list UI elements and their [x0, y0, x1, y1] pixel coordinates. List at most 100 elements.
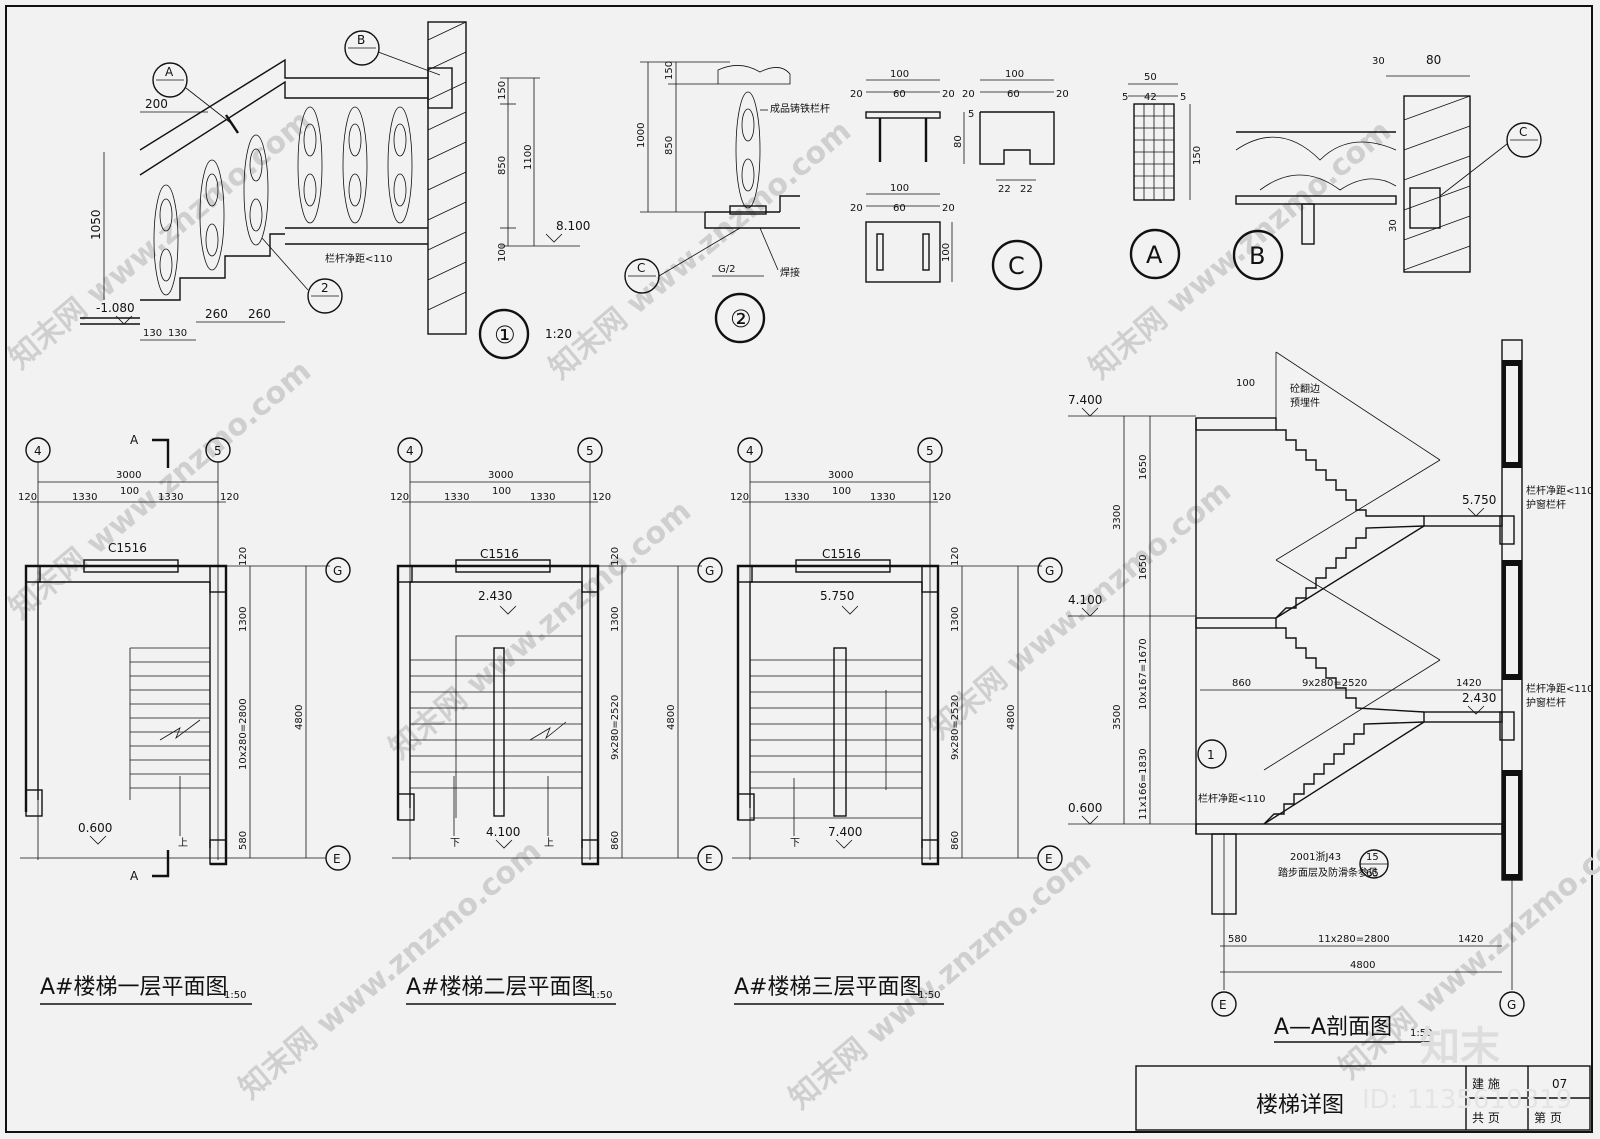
- note: 栏杆净距<110: [1526, 484, 1593, 497]
- c-b-r: 20: [1056, 89, 1069, 100]
- c-c-h: 100: [941, 243, 952, 262]
- dim-run: 9x280=2520: [610, 695, 621, 760]
- c-c-m: 60: [893, 203, 906, 214]
- c-b-b2: 22: [1020, 184, 1033, 195]
- note: 栏杆净距<110: [1198, 792, 1265, 805]
- sheet-number: 07: [1552, 1077, 1567, 1091]
- axis-e: E: [705, 852, 713, 866]
- level-2: 4.100: [486, 825, 520, 839]
- dim-1300: 1300: [238, 607, 249, 632]
- plan-title: A#楼梯一层平面图: [40, 975, 227, 1000]
- c-a-l: 20: [850, 89, 863, 100]
- dim-4800: 4800: [1350, 960, 1375, 971]
- c-b-w: 100: [1005, 69, 1024, 80]
- dim-b: 1330: [870, 492, 895, 503]
- down-label: 下: [450, 838, 460, 849]
- plan-title: A#楼梯三层平面图: [734, 975, 921, 1000]
- note: 预埋件: [1290, 397, 1320, 409]
- dim-total: 3000: [488, 470, 513, 481]
- cut-a-bottom: A: [130, 869, 139, 883]
- detail-marker-a: A: [1146, 241, 1163, 269]
- dim-a: 1330: [784, 492, 809, 503]
- axis-4: 4: [746, 444, 754, 458]
- dim-a: 1330: [72, 492, 97, 503]
- c-b-m: 60: [1007, 89, 1020, 100]
- cut-a-top: A: [130, 433, 139, 447]
- dim-r: 120: [932, 492, 951, 503]
- b-30: 30: [1372, 56, 1385, 67]
- dim-1000: 1000: [636, 123, 647, 148]
- c-a-w: 100: [890, 69, 909, 80]
- dim-1650b: 1650: [1138, 555, 1149, 580]
- dim-580: 580: [238, 831, 249, 850]
- axis-5: 5: [926, 444, 934, 458]
- c-a-m: 60: [893, 89, 906, 100]
- c-b-t: 5: [968, 109, 974, 120]
- level-7400: 7.400: [1068, 393, 1102, 407]
- id-watermark: ID: 1135610319: [1362, 1085, 1572, 1115]
- dim-200: 200: [145, 97, 168, 111]
- detail-b-wall-anchor: 30 80 30 C B: [1232, 53, 1542, 281]
- dim-b: 1330: [158, 492, 183, 503]
- dim-1300: 1300: [610, 607, 621, 632]
- dim-c: 100: [832, 486, 851, 497]
- dim-3500: 3500: [1112, 705, 1123, 730]
- level-2430: 2.430: [1462, 691, 1496, 705]
- dim-4800: 4800: [294, 705, 305, 730]
- up-label: 上: [544, 837, 554, 849]
- note: 砼翻边: [1290, 382, 1320, 395]
- note: 护窗栏杆: [1526, 498, 1566, 511]
- dim-4800: 4800: [666, 705, 677, 730]
- c-c-l: 20: [850, 203, 863, 214]
- level-0600: 0.600: [1068, 801, 1102, 815]
- dim-860: 860: [610, 831, 621, 850]
- total-pages-label: 共 页: [1472, 1111, 1500, 1125]
- dim-260b: 260: [248, 307, 271, 321]
- dim-1670: 10x167=1670: [1138, 638, 1149, 710]
- plan-title: A#楼梯二层平面图: [406, 975, 593, 1000]
- plan-floor-1: 4 5 3000 120 1330 100 1330 120 C1516 0.6…: [18, 433, 351, 1005]
- window-tag: C1516: [480, 547, 519, 561]
- level: 5.750: [820, 589, 854, 603]
- a-w: 50: [1144, 72, 1157, 83]
- dim-total: 3000: [828, 470, 853, 481]
- window-tag: C1516: [108, 541, 147, 555]
- ref-top: 15: [1366, 852, 1379, 863]
- level: 0.600: [78, 821, 112, 835]
- axis-5: 5: [214, 444, 222, 458]
- dim-120: 120: [610, 547, 621, 566]
- rail-note: 成品铸铁栏杆: [770, 102, 830, 115]
- dim-150: 150: [664, 61, 675, 80]
- dim-c: 100: [120, 486, 139, 497]
- dim-580: 580: [1228, 934, 1247, 945]
- plan-scale: 1:50: [224, 990, 246, 1001]
- c-b-l: 20: [962, 89, 975, 100]
- b-30v: 30: [1388, 219, 1399, 232]
- down-label: 下: [790, 838, 800, 849]
- axis-e: E: [1219, 998, 1227, 1012]
- dim-3300: 3300: [1112, 505, 1123, 530]
- detail-marker-b: B: [1249, 242, 1265, 270]
- brand-watermark: 知末: [1420, 1024, 1500, 1070]
- axis-g: G: [1045, 564, 1054, 578]
- plan-scale: 1:50: [590, 990, 612, 1001]
- note: 护窗栏杆: [1526, 696, 1566, 709]
- tag-b: B: [357, 33, 365, 47]
- ref-bottom: 65: [1366, 868, 1379, 879]
- axis-e: E: [1045, 852, 1053, 866]
- level-2: 7.400: [828, 825, 862, 839]
- dim-1100: 1100: [523, 145, 534, 170]
- note: 踏步面层及防滑条参见: [1278, 866, 1378, 879]
- sheet-title: 楼梯详图: [1256, 1093, 1344, 1118]
- tag-a: A: [165, 65, 174, 79]
- plan-scale: 1:50: [918, 990, 940, 1001]
- a-l: 5: [1122, 92, 1128, 103]
- dim-b: 1330: [530, 492, 555, 503]
- b-80: 80: [1426, 53, 1441, 67]
- dim-150: 150: [497, 81, 508, 100]
- detail-2-baluster: 150 1000 850 成品铸铁栏杆 焊接 G/2 C ②: [624, 61, 830, 344]
- b-tag-c: C: [1519, 125, 1527, 139]
- level-high: 8.100: [556, 219, 590, 233]
- note: 2001浙J43: [1290, 851, 1341, 863]
